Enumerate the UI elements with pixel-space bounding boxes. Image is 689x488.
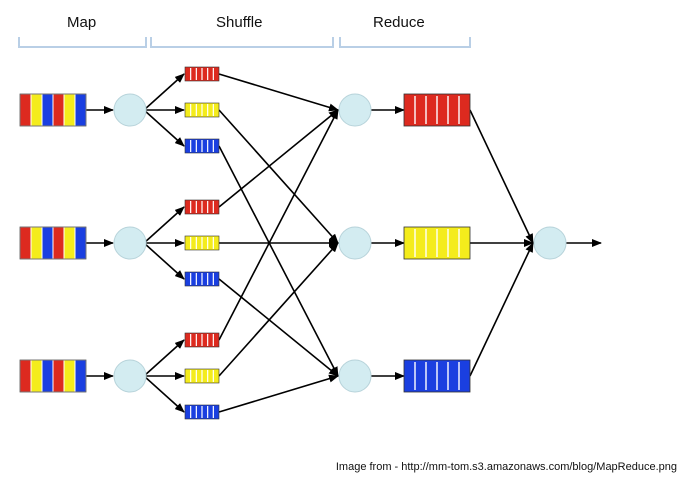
map-2-partition-yellow <box>184 235 220 251</box>
input-2-record-5 <box>63 226 76 260</box>
reduce-3-output-queue <box>403 359 471 393</box>
map-phase-label: Map <box>67 14 97 31</box>
reduce-node-2 <box>338 226 372 260</box>
input-2-record-1 <box>19 226 32 260</box>
map-3-partition-yellow <box>184 368 220 384</box>
input-3-record-5 <box>63 359 76 393</box>
input-3-record-4 <box>52 359 65 393</box>
map-node-2 <box>113 226 147 260</box>
shuffle-arrow-1-yellow <box>218 109 339 244</box>
map-2-to-partition-red-arrow <box>143 206 185 244</box>
map-phase-bracket <box>18 37 147 48</box>
input-1-record-6 <box>74 93 87 127</box>
input-3-record-2 <box>30 359 43 393</box>
reduce-node-1 <box>338 93 372 127</box>
reduce-1-output-queue <box>403 93 471 127</box>
map-1-partition-blue <box>184 138 220 154</box>
input-2-queue-outline <box>19 226 87 260</box>
reduce-node-3 <box>338 359 372 393</box>
map-3-partition-blue <box>184 404 220 420</box>
final-node <box>533 226 567 260</box>
reduce-phase-bracket <box>339 37 471 48</box>
input-3-record-6 <box>74 359 87 393</box>
input-1-record-2 <box>30 93 43 127</box>
map-node-1 <box>113 93 147 127</box>
input-3-queue-outline <box>19 359 87 393</box>
map-1-partition-yellow <box>184 102 220 118</box>
map-2-partition-red <box>184 199 220 215</box>
input-1-record-1 <box>19 93 32 127</box>
reduce-2-output-queue <box>403 226 471 260</box>
input-3-record-3 <box>41 359 54 393</box>
map-1-to-partition-red-arrow <box>143 73 185 111</box>
input-2-record-2 <box>30 226 43 260</box>
map-node-3 <box>113 359 147 393</box>
shuffle-phase-label: Shuffle <box>216 14 263 31</box>
map-3-partition-red <box>184 332 220 348</box>
map-1-to-partition-blue-arrow <box>143 109 185 147</box>
input-2-record-4 <box>52 226 65 260</box>
input-1-queue-outline <box>19 93 87 127</box>
reduce-phase-label: Reduce <box>373 14 425 31</box>
shuffle-arrow-3-blue <box>218 374 339 413</box>
shuffle-arrow-2-red <box>218 109 339 208</box>
map-3-to-partition-blue-arrow <box>143 375 185 413</box>
map-2-partition-blue <box>184 271 220 287</box>
input-2-record-3 <box>41 226 54 260</box>
input-3-record-1 <box>19 359 32 393</box>
map-2-to-partition-blue-arrow <box>143 242 185 280</box>
map-1-partition-red <box>184 66 220 82</box>
shuffle-arrow-3-red <box>218 109 339 341</box>
shuffle-phase-bracket <box>150 37 334 48</box>
output-to-final-arrow-1 <box>469 109 534 244</box>
shuffle-arrow-1-blue <box>218 145 339 377</box>
shuffle-arrow-3-yellow <box>218 242 339 377</box>
input-1-record-5 <box>63 93 76 127</box>
input-2-record-6 <box>74 226 87 260</box>
map-3-to-partition-red-arrow <box>143 339 185 377</box>
shuffle-arrow-1-red <box>218 73 339 112</box>
input-1-record-3 <box>41 93 54 127</box>
output-to-final-arrow-3 <box>469 242 534 377</box>
shuffle-arrow-2-blue <box>218 278 339 377</box>
image-source-caption: Image from - http://mm-tom.s3.amazonaws.… <box>335 461 677 473</box>
input-1-record-4 <box>52 93 65 127</box>
